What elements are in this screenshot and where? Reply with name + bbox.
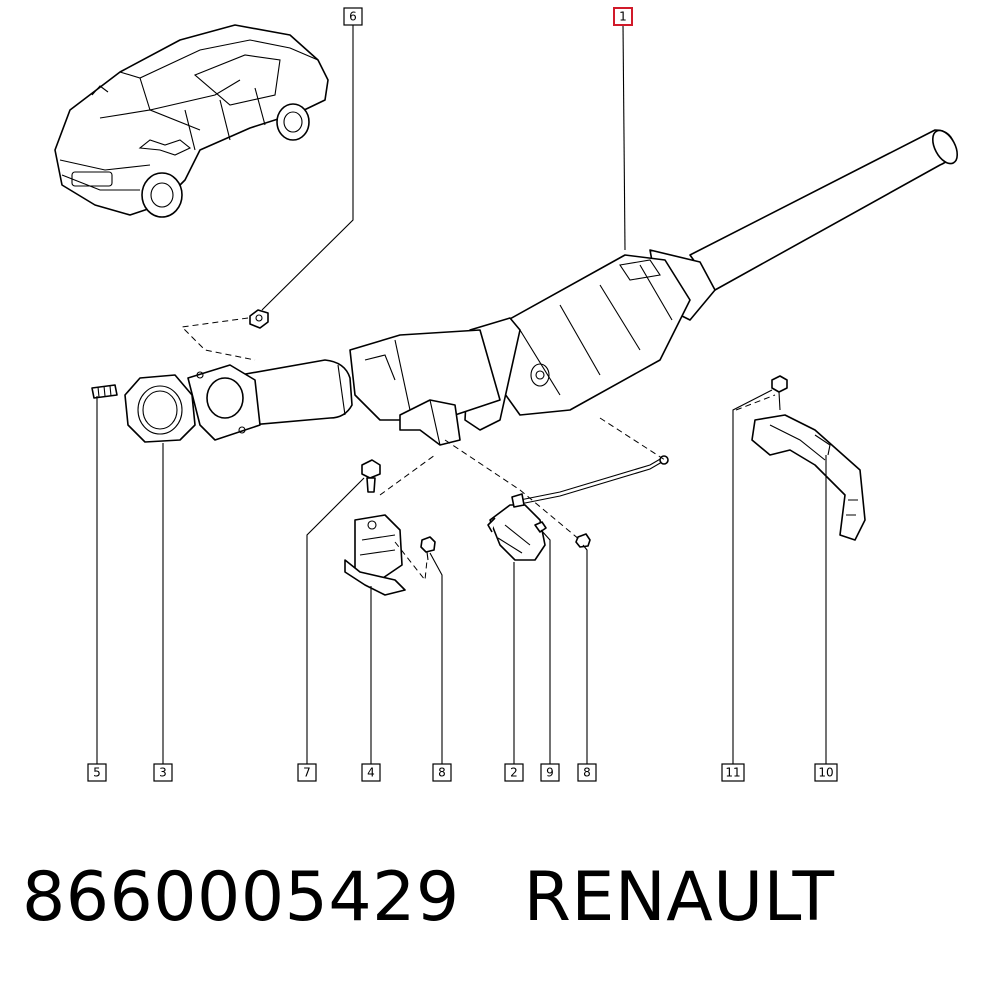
svg-text:3: 3 [159, 766, 167, 780]
callout-5: 5 [87, 763, 107, 782]
svg-text:10: 10 [818, 766, 833, 780]
part-number: 8660005429 [22, 858, 460, 937]
callout-10: 10 [814, 763, 838, 782]
catalytic-converter-assembly [187, 129, 959, 446]
screw-8b-part [575, 533, 591, 548]
gasket-part [124, 374, 196, 443]
bolt-7-part [361, 459, 381, 493]
assembly-guide-lines [180, 317, 776, 582]
svg-text:4: 4 [367, 766, 375, 780]
callout-7: 7 [297, 763, 317, 782]
svg-text:2: 2 [510, 766, 518, 780]
svg-text:1: 1 [619, 10, 627, 24]
stud-part [91, 384, 118, 399]
leader-lines [96, 23, 827, 765]
callout-1: 1 [613, 7, 633, 26]
svg-text:11: 11 [725, 766, 740, 780]
support-bracket-part [751, 414, 866, 541]
callout-4: 4 [361, 763, 381, 782]
rubber-mount-part [344, 514, 406, 596]
sensor-bracket-part [487, 504, 546, 561]
callout-9: 9 [540, 763, 560, 782]
brand-name: RENAULT [523, 858, 835, 937]
callout-2: 2 [504, 763, 524, 782]
svg-text:6: 6 [349, 10, 357, 24]
callout-3: 3 [153, 763, 173, 782]
callout-8b: 8 [577, 763, 597, 782]
svg-text:9: 9 [546, 766, 554, 780]
nut-part [249, 309, 269, 329]
screw-9-part [534, 521, 547, 533]
callout-6: 6 [343, 7, 363, 26]
temperature-sensor-part [511, 455, 669, 508]
svg-text:8: 8 [438, 766, 446, 780]
callout-11: 11 [721, 763, 745, 782]
svg-text:5: 5 [93, 766, 101, 780]
svg-text:7: 7 [303, 766, 311, 780]
car-illustration [54, 24, 329, 218]
callout-8a: 8 [432, 763, 452, 782]
bolt-11-part [771, 375, 788, 411]
screw-8a-part [420, 536, 436, 561]
svg-text:8: 8 [583, 766, 591, 780]
part-caption: 8660005429 RENAULT [22, 858, 835, 937]
